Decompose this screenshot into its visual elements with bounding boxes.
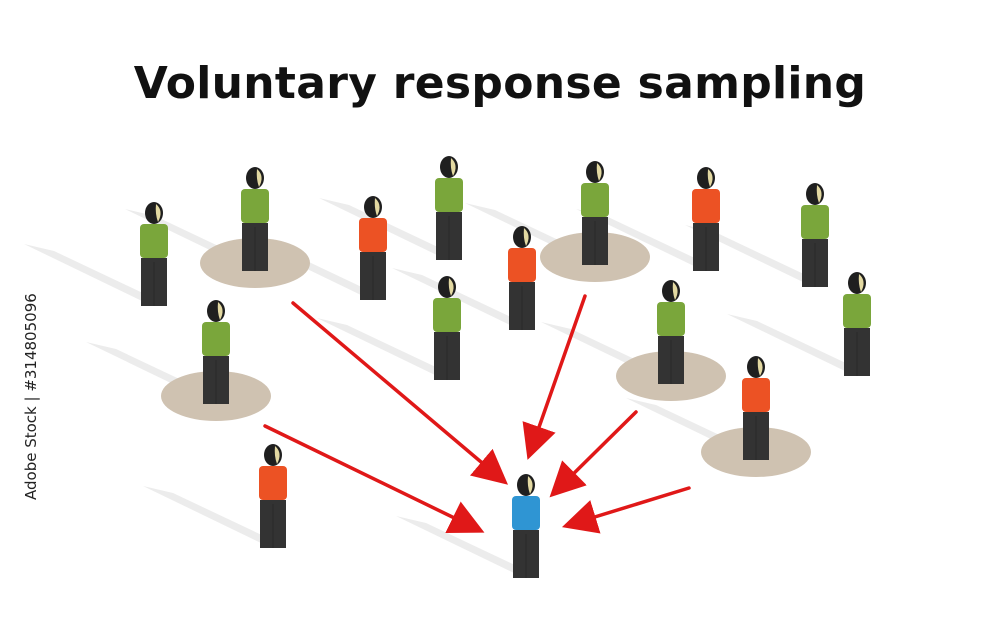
stock-id-label: Adobe Stock | #314805096 xyxy=(22,293,40,500)
person-1-figure xyxy=(140,202,168,306)
person-3-figure xyxy=(359,196,387,300)
person-10-figure xyxy=(657,280,685,384)
person-face xyxy=(256,169,262,187)
people-layer xyxy=(140,156,871,578)
person-face xyxy=(450,158,456,176)
selection-arrow-2 xyxy=(522,294,587,460)
person-face xyxy=(523,228,529,246)
person-torso xyxy=(843,294,871,328)
person-8-figure xyxy=(508,226,536,330)
person-face xyxy=(217,302,223,320)
person-torso xyxy=(241,189,269,223)
person-torso xyxy=(742,378,770,412)
person-6-figure xyxy=(692,167,720,271)
selection-arrow-5 xyxy=(561,486,691,534)
person-face xyxy=(858,274,864,292)
person-torso xyxy=(512,496,540,530)
person-torso xyxy=(801,205,829,239)
person-11-figure xyxy=(843,272,871,376)
selection-arrow-4 xyxy=(263,424,485,534)
person-5-figure xyxy=(581,161,609,265)
person-torso xyxy=(435,178,463,212)
person-face xyxy=(707,169,713,187)
person-7-figure xyxy=(801,183,829,287)
person-face xyxy=(527,476,533,494)
person-face xyxy=(672,282,678,300)
person-shadow xyxy=(685,225,827,285)
person-shadow xyxy=(143,486,285,546)
person-face xyxy=(374,198,380,216)
person-14-figure xyxy=(259,444,287,548)
person-15-figure xyxy=(512,474,540,578)
person-9-figure xyxy=(433,276,461,380)
person-12-figure xyxy=(202,300,230,404)
person-face xyxy=(448,278,454,296)
person-face xyxy=(757,358,763,376)
person-torso xyxy=(259,466,287,500)
person-4-figure xyxy=(435,156,463,260)
person-shadow xyxy=(396,516,538,576)
person-torso xyxy=(581,183,609,217)
person-torso xyxy=(140,224,168,258)
person-face xyxy=(155,204,161,222)
person-2-figure xyxy=(241,167,269,271)
person-shadow xyxy=(24,244,166,304)
person-torso xyxy=(202,322,230,356)
person-face xyxy=(816,185,822,203)
person-torso xyxy=(359,218,387,252)
diagram-title: Voluntary response sampling xyxy=(133,58,867,109)
person-face xyxy=(596,163,602,181)
person-shadow xyxy=(392,268,534,328)
person-shadow xyxy=(576,209,718,269)
selection-arrow-1 xyxy=(291,301,509,485)
person-shadow xyxy=(317,318,459,378)
person-shadow xyxy=(727,314,869,374)
arrow-layer xyxy=(263,294,691,534)
person-shadow xyxy=(319,198,461,258)
person-torso xyxy=(508,248,536,282)
person-torso xyxy=(433,298,461,332)
person-13-figure xyxy=(742,356,770,460)
selection-arrow-3 xyxy=(549,410,638,498)
person-torso xyxy=(692,189,720,223)
person-torso xyxy=(657,302,685,336)
person-face xyxy=(274,446,280,464)
